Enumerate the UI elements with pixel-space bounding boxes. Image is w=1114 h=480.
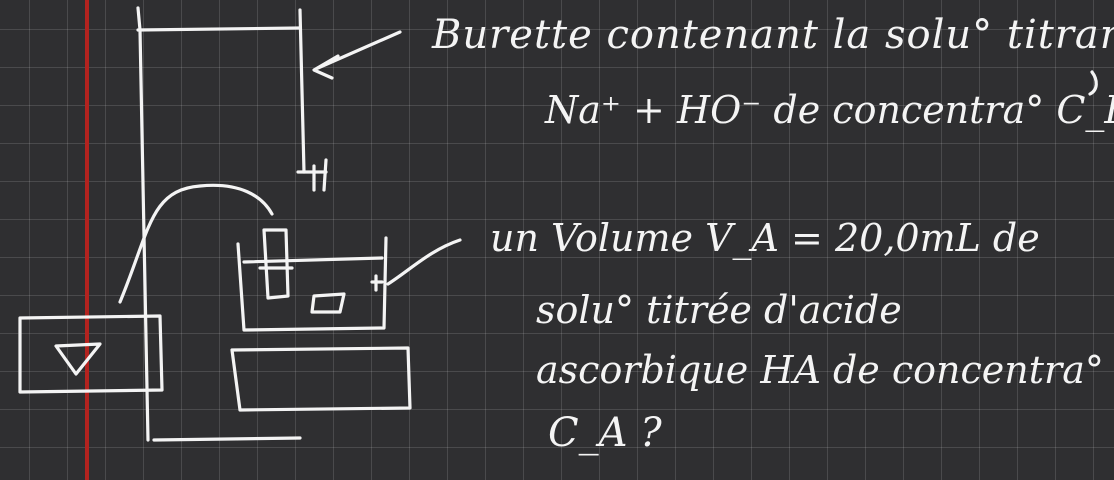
sample-solution-label: solu° titrée d'acide: [536, 288, 902, 332]
ph-meter: [18, 183, 274, 394]
sample-arrow: [386, 238, 462, 286]
burette: [296, 8, 328, 192]
probe-cable: [118, 183, 274, 304]
beaker: [236, 228, 388, 332]
stir-bar: [310, 292, 346, 314]
stand-arm: [136, 26, 302, 32]
burette-tube: [298, 8, 306, 174]
ph-probe: [262, 228, 290, 300]
stirrer-box: [230, 346, 412, 412]
stand-base: [152, 436, 302, 442]
ph-meter-box: [18, 314, 164, 394]
magnetic-stirrer: [230, 346, 412, 412]
ph-meter-display: [54, 342, 102, 376]
stand-rod: [136, 6, 150, 442]
sample-acid-label: ascorbique HA de concentra°: [536, 348, 1104, 392]
sample-volume-label: un Volume V_A = 20,0mL de: [490, 216, 1040, 260]
burette-concentration-label: Na⁺ + HO⁻ de concentra° C_B: [545, 88, 1114, 132]
burette-arrow: [312, 30, 402, 80]
margin-line: [85, 0, 89, 480]
support-stand: [136, 6, 302, 442]
burette-label: Burette contenant la solu° titrante: [432, 12, 1114, 58]
sample-concentration-question: C_A ?: [548, 410, 662, 456]
beaker-body: [236, 236, 388, 332]
